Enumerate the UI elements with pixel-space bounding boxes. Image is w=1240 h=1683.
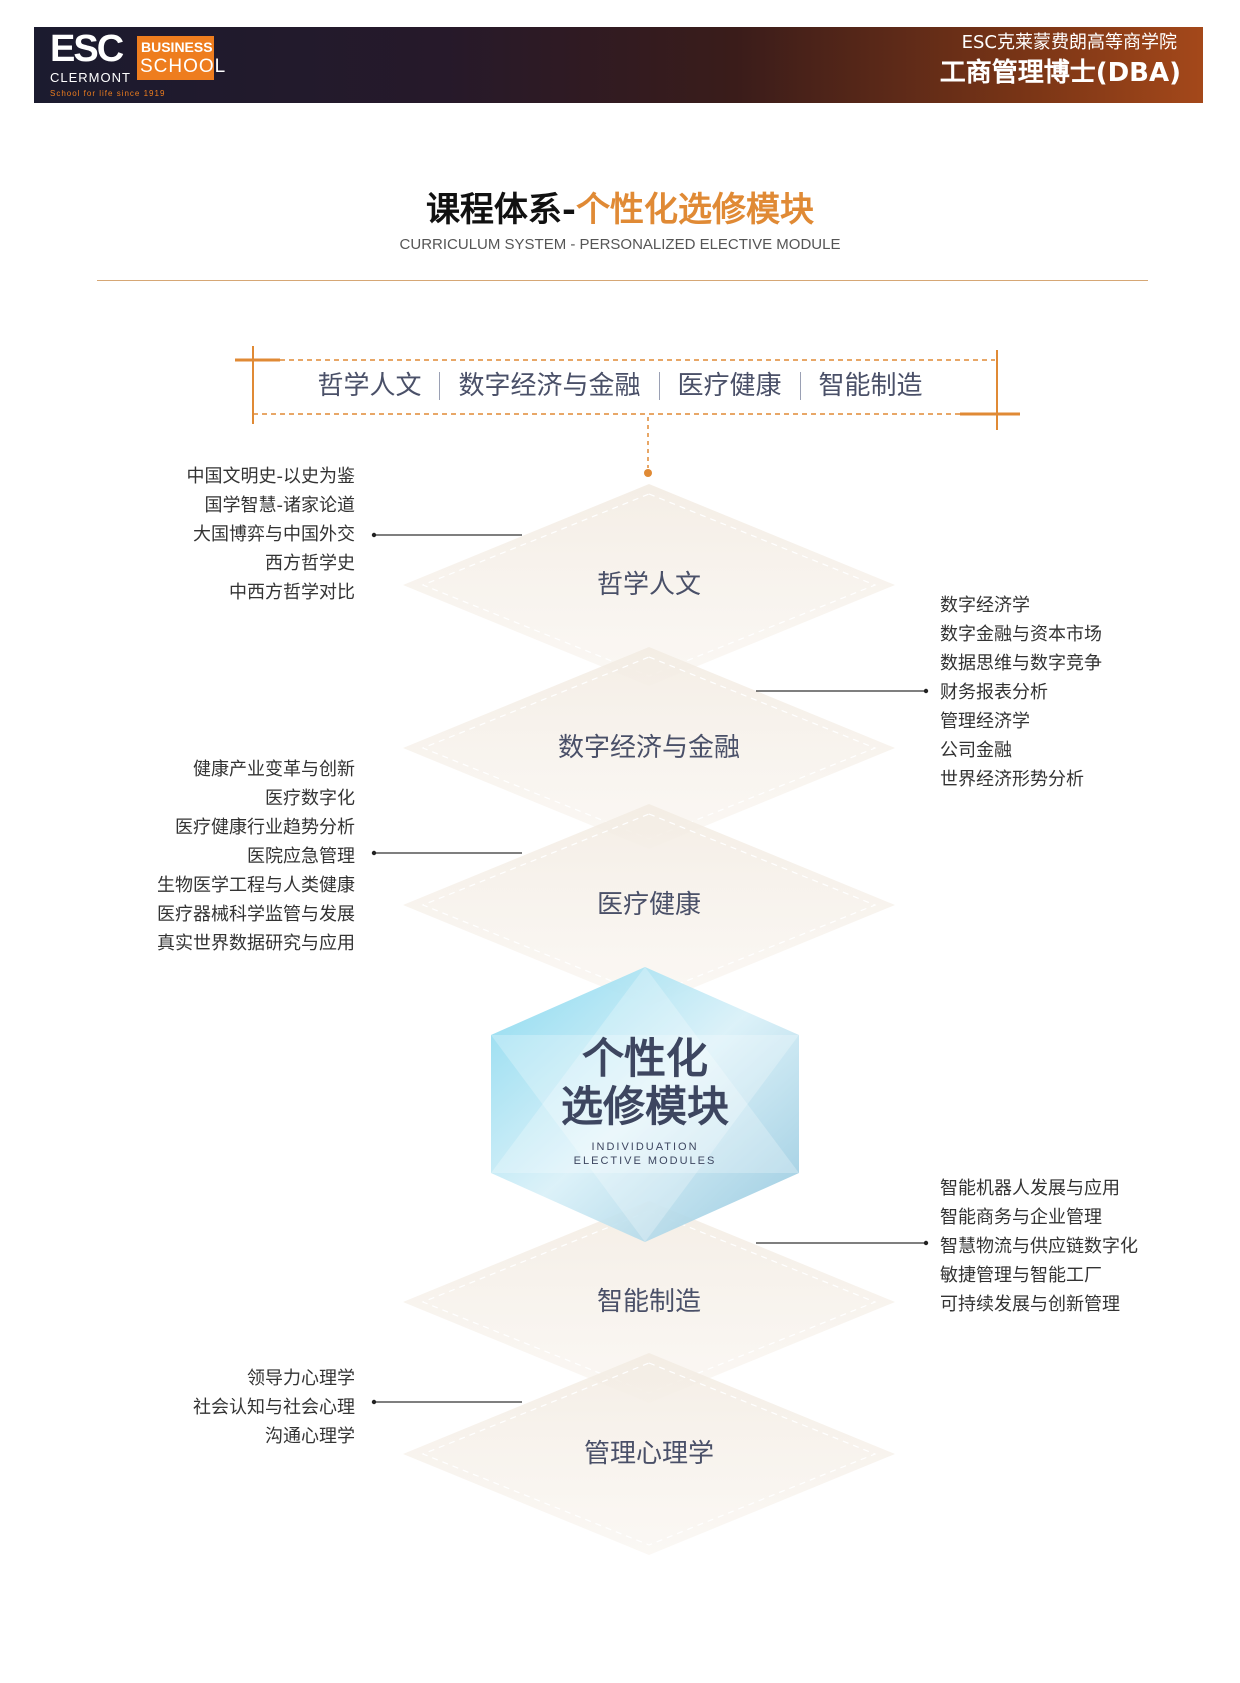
course-item: 智慧物流与供应链数字化 <box>940 1236 1138 1257</box>
logo-tagline: School for life since 1919 <box>50 89 166 98</box>
course-item: 真实世界数据研究与应用 <box>157 933 355 954</box>
page-subtitle: CURRICULUM SYSTEM - PERSONALIZED ELECTIV… <box>399 236 841 253</box>
module-name: 医疗健康 <box>596 890 701 920</box>
course-item: 健康产业变革与创新 <box>193 759 355 780</box>
category-frame <box>235 346 1020 477</box>
course-item: 数据思维与数字竞争 <box>940 653 1102 674</box>
page-title: 课程体系-个性化选修模块 <box>0 190 1240 230</box>
logo-clermont: CLERMONT <box>50 70 131 85</box>
course-item: 医疗器械科学监管与发展 <box>157 904 355 925</box>
course-list: 健康产业变革与创新医疗数字化医疗健康行业趋势分析医院应急管理生物医学工程与人类健… <box>95 755 355 958</box>
category-healthcare: 医疗健康 <box>677 371 782 401</box>
course-item: 智能机器人发展与应用 <box>940 1178 1120 1199</box>
category-separator <box>658 372 660 400</box>
course-item: 财务报表分析 <box>940 682 1048 703</box>
logo-esc: ESC <box>50 28 124 70</box>
connector-dot <box>371 1399 377 1405</box>
course-item: 沟通心理学 <box>265 1426 355 1447</box>
course-item: 中西方哲学对比 <box>229 582 355 603</box>
course-item: 医院应急管理 <box>247 846 355 867</box>
center-module-english: INDIVIDUATION ELECTIVE MODULES <box>491 1140 799 1168</box>
connector-dot <box>371 532 377 538</box>
module-name: 管理心理学 <box>583 1439 714 1469</box>
header-banner: ESC CLERMONT BUSINESS SCHOOL School for … <box>34 27 1203 103</box>
category-separator <box>799 372 801 400</box>
header-school-name: ESC克莱蒙费朗高等商学院 <box>961 32 1177 53</box>
course-item: 可持续发展与创新管理 <box>940 1294 1120 1315</box>
module-diamond <box>403 484 895 686</box>
category-digital-finance: 数字经济与金融 <box>458 371 641 401</box>
course-item: 数字经济学 <box>940 595 1030 616</box>
page-title-accent: 个性化选修模块 <box>576 190 815 230</box>
course-item: 医疗健康行业趋势分析 <box>175 817 355 838</box>
module-name: 哲学人文 <box>596 570 701 600</box>
connector-dot <box>923 688 929 694</box>
category-smart-manufacturing: 智能制造 <box>818 371 923 401</box>
category-philosophy: 哲学人文 <box>317 371 422 401</box>
course-item: 中国文明史-以史为鉴 <box>186 466 356 487</box>
course-list: 中国文明史-以史为鉴国学智慧-诸家论道大国博弈与中国外交西方哲学史中西方哲学对比 <box>95 462 356 607</box>
course-item: 医疗数字化 <box>265 788 355 809</box>
center-en-line2: ELECTIVE MODULES <box>573 1155 717 1167</box>
category-bar: 哲学人文 数字经济与金融 医疗健康 智能制造 <box>0 368 1240 404</box>
course-item: 领导力心理学 <box>247 1368 355 1389</box>
module-diamond <box>403 804 895 1006</box>
course-item: 公司金融 <box>940 740 1012 761</box>
course-list: 领导力心理学社会认知与社会心理沟通心理学 <box>95 1364 355 1451</box>
course-item: 西方哲学史 <box>265 553 355 574</box>
page-title-main: 课程体系- <box>425 190 577 230</box>
category-separator <box>439 372 441 400</box>
course-item: 敏捷管理与智能工厂 <box>940 1265 1102 1286</box>
center-title-line1: 个性化 <box>581 1034 708 1083</box>
module-diamond <box>403 1201 895 1403</box>
center-en-line1: INDIVIDUATION <box>591 1141 699 1153</box>
module-name: 智能制造 <box>596 1287 701 1317</box>
course-item: 管理经济学 <box>940 711 1030 732</box>
header-program-title: 工商管理博士(DBA) <box>939 58 1181 88</box>
connector-dot <box>923 1240 929 1246</box>
module-diamond <box>403 647 895 849</box>
center-module-title: 个性化 选修模块 <box>491 1035 799 1131</box>
course-list: 数字经济学数字金融与资本市场数据思维与数字竞争财务报表分析管理经济学公司金融世界… <box>940 591 1200 794</box>
course-item: 世界经济形势分析 <box>940 769 1084 790</box>
center-hexagon <box>491 967 799 1242</box>
logo-school-text: SCHOOL <box>140 56 227 77</box>
course-item: 社会认知与社会心理 <box>193 1397 355 1418</box>
title-divider <box>97 280 1148 281</box>
course-item: 智能商务与企业管理 <box>940 1207 1102 1228</box>
module-name: 数字经济与金融 <box>557 733 740 763</box>
module-diamond <box>403 1353 895 1555</box>
course-list: 智能机器人发展与应用智能商务与企业管理智慧物流与供应链数字化敏捷管理与智能工厂可… <box>940 1174 1200 1319</box>
course-item: 国学智慧-诸家论道 <box>204 495 356 516</box>
connector-dot <box>371 850 377 856</box>
course-item: 数字金融与资本市场 <box>940 624 1102 645</box>
course-item: 生物医学工程与人类健康 <box>157 875 355 896</box>
center-title-line2: 选修模块 <box>560 1082 729 1131</box>
course-item: 大国博弈与中国外交 <box>193 524 355 545</box>
module-diamond-dashed-outline <box>421 1362 877 1546</box>
logo-business-school: BUSINESS SCHOOL <box>137 36 225 80</box>
logo-business-text: BUSINESS <box>141 39 213 55</box>
